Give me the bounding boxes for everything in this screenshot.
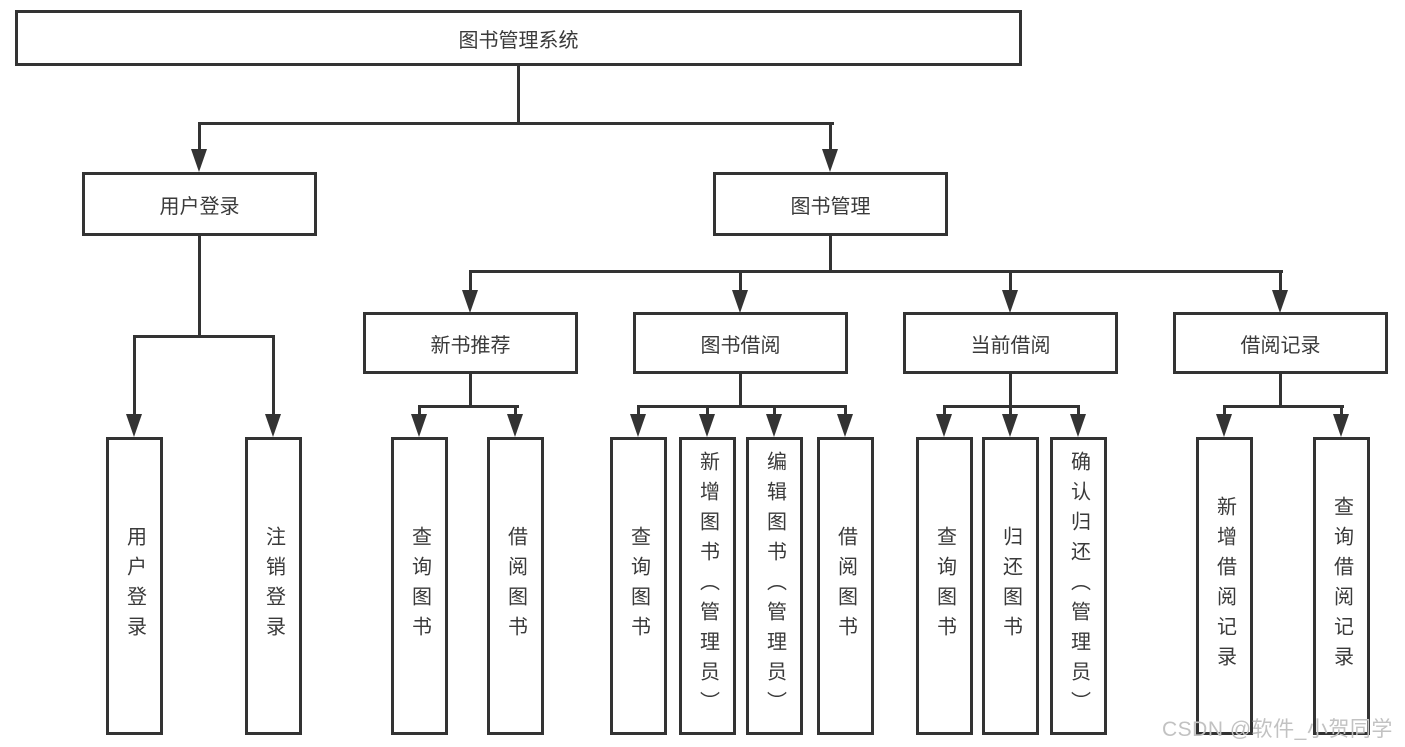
arrow-down-icon — [265, 414, 281, 437]
leaf-add-borrow-record: 新增借阅记录 — [1196, 437, 1253, 735]
connector-line — [829, 236, 832, 272]
connector-line — [706, 405, 709, 416]
leaf-label: 查询图书 — [933, 526, 956, 646]
connector-line — [517, 66, 520, 124]
leaf-confirm-return-admin: 确认归还（管理员） — [1050, 437, 1107, 735]
connector-line — [773, 405, 776, 416]
connector-line — [133, 335, 136, 416]
leaf-query-borrow-record: 查询借阅记录 — [1313, 437, 1370, 735]
node-new-book-recommend: 新书推荐 — [363, 312, 578, 374]
arrow-down-icon — [1002, 414, 1018, 437]
leaf-user-login: 用户登录 — [106, 437, 163, 735]
node-label: 图书借阅 — [700, 334, 781, 357]
connector-line — [1340, 405, 1343, 416]
arrow-down-icon — [936, 414, 952, 437]
leaf-label: 查询图书 — [627, 526, 650, 646]
node-current-borrowing: 当前借阅 — [903, 312, 1118, 374]
node-label: 当前借阅 — [970, 334, 1051, 357]
connector-line — [943, 405, 946, 416]
connector-line — [637, 405, 847, 408]
connector-line — [1279, 374, 1282, 408]
connector-line — [418, 405, 519, 408]
leaf-label: 借阅图书 — [504, 526, 527, 646]
leaf-edit-books-admin: 编辑图书（管理员） — [746, 437, 803, 735]
arrow-down-icon — [1070, 414, 1086, 437]
connector-line — [739, 374, 742, 408]
leaf-label: 注销登录 — [262, 526, 285, 646]
connector-line — [1223, 405, 1344, 408]
connector-line — [469, 374, 472, 408]
node-label: 图书管理 — [790, 195, 871, 218]
node-label: 借阅记录 — [1240, 334, 1321, 357]
node-book-borrowing: 图书借阅 — [633, 312, 848, 374]
arrow-down-icon — [699, 414, 715, 437]
connector-line — [1279, 270, 1282, 292]
arrow-down-icon — [822, 149, 838, 172]
node-user-login: 用户登录 — [82, 172, 317, 236]
leaf-add-books-admin: 新增图书（管理员） — [679, 437, 736, 735]
arrow-down-icon — [630, 414, 646, 437]
leaf-label: 新增图书（管理员） — [696, 451, 719, 721]
arrow-down-icon — [126, 414, 142, 437]
arrow-down-icon — [837, 414, 853, 437]
connector-line — [514, 405, 517, 416]
leaf-label: 归还图书 — [999, 526, 1022, 646]
node-root: 图书管理系统 — [15, 10, 1022, 66]
leaf-label: 用户登录 — [123, 526, 146, 646]
arrow-down-icon — [1216, 414, 1232, 437]
connector-line — [198, 122, 201, 151]
leaf-label: 编辑图书（管理员） — [763, 451, 786, 721]
leaf-query-books-current: 查询图书 — [916, 437, 973, 735]
node-label: 新书推荐 — [430, 334, 511, 357]
leaf-borrow-books-recommend: 借阅图书 — [487, 437, 544, 735]
arrow-down-icon — [191, 149, 207, 172]
arrow-down-icon — [766, 414, 782, 437]
connector-line — [637, 405, 640, 416]
connector-line — [1009, 270, 1012, 292]
leaf-label: 查询图书 — [408, 526, 431, 646]
arrow-down-icon — [732, 290, 748, 313]
connector-line — [1009, 374, 1012, 408]
leaf-label: 新增借阅记录 — [1213, 496, 1236, 676]
leaf-query-books-recommend: 查询图书 — [391, 437, 448, 735]
arrow-down-icon — [507, 414, 523, 437]
leaf-borrow-books: 借阅图书 — [817, 437, 874, 735]
csdn-watermark: CSDN @软件_小贺同学 — [1162, 718, 1393, 741]
leaf-query-books-borrowing: 查询图书 — [610, 437, 667, 735]
connector-line — [198, 236, 201, 337]
connector-line — [198, 122, 834, 125]
node-book-management: 图书管理 — [713, 172, 948, 236]
leaf-label: 查询借阅记录 — [1330, 496, 1353, 676]
node-label: 用户登录 — [159, 195, 240, 218]
connector-line — [844, 405, 847, 416]
connector-line — [133, 335, 275, 338]
leaf-label: 确认归还（管理员） — [1067, 451, 1090, 721]
arrow-down-icon — [1002, 290, 1018, 313]
leaf-logout: 注销登录 — [245, 437, 302, 735]
arrow-down-icon — [462, 290, 478, 313]
connector-line — [1077, 405, 1080, 416]
leaf-label: 借阅图书 — [834, 526, 857, 646]
connector-line — [418, 405, 421, 416]
node-label: 图书管理系统 — [458, 29, 579, 52]
arrow-down-icon — [1272, 290, 1288, 313]
connector-line — [1009, 405, 1012, 416]
connector-line — [1223, 405, 1226, 416]
leaf-return-books: 归还图书 — [982, 437, 1039, 735]
arrow-down-icon — [1333, 414, 1349, 437]
connector-line — [469, 270, 472, 292]
connector-line — [739, 270, 742, 292]
node-borrowing-records: 借阅记录 — [1173, 312, 1388, 374]
arrow-down-icon — [411, 414, 427, 437]
connector-line — [469, 270, 1283, 273]
connector-line — [272, 335, 275, 416]
connector-line — [829, 122, 832, 151]
